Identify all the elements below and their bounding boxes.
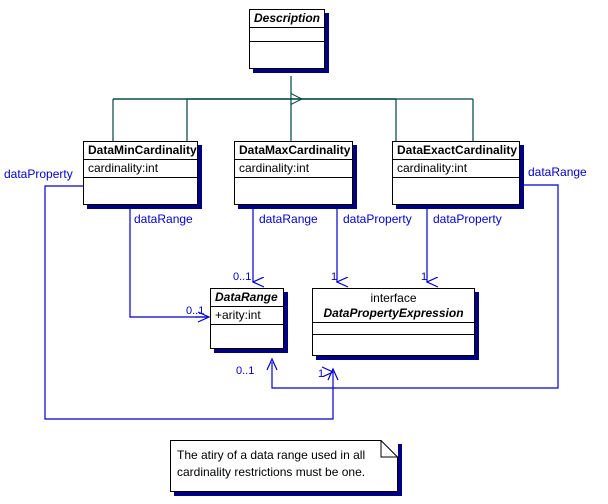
class-data-min-cardinality-title: DataMinCardinality: [84, 142, 197, 160]
edge-label-exact-dataProperty: dataProperty: [433, 212, 502, 226]
class-data-exact-cardinality-attribute: cardinality:int: [393, 160, 519, 178]
class-data-property-expression-attributes: [313, 323, 474, 335]
multiplicity-exact-to-range: 0..1: [236, 365, 255, 377]
class-data-exact-cardinality-title: DataExactCardinality: [393, 142, 519, 160]
class-data-property-expression-operations: [313, 335, 474, 355]
multiplicity-min-to-range: 0..1: [186, 305, 205, 317]
multiplicity-max-to-range: 0..1: [233, 271, 252, 283]
class-data-min-cardinality-operations: [84, 178, 197, 204]
class-description-title: Description: [250, 10, 324, 28]
class-data-exact-cardinality[interactable]: DataExactCardinality cardinality:int: [392, 141, 520, 205]
class-data-max-cardinality-operations: [235, 178, 352, 204]
class-data-min-cardinality[interactable]: DataMinCardinality cardinality:int: [83, 141, 198, 205]
class-data-max-cardinality-attribute: cardinality:int: [235, 160, 352, 178]
class-data-range-attribute: +arity:int: [211, 307, 283, 325]
multiplicity-exact-to-property: 1: [421, 271, 428, 283]
edge-label-max-dataRange: dataRange: [259, 212, 318, 226]
edge-min-dataProperty-arrowtip: [327, 367, 339, 381]
class-data-range-operations: [211, 325, 283, 348]
class-data-range[interactable]: DataRange +arity:int: [210, 288, 284, 349]
class-data-max-cardinality-title: DataMaxCardinality: [235, 142, 352, 160]
class-data-range-title: DataRange: [211, 289, 283, 307]
class-description-operations: [250, 42, 324, 68]
generalization-edges: [112, 76, 474, 141]
note-text: The atiry of a data range used in all ca…: [177, 448, 366, 479]
edge-exact-dataRange-arrow: [266, 357, 278, 371]
multiplicity-min-to-property: 1: [318, 368, 325, 380]
note-cardinality-constraint[interactable]: The atiry of a data range used in all ca…: [170, 440, 402, 496]
class-data-min-cardinality-attribute: cardinality:int: [84, 160, 197, 178]
edge-label-exact-dataRange: dataRange: [528, 165, 587, 179]
class-data-max-cardinality[interactable]: DataMaxCardinality cardinality:int: [234, 141, 353, 205]
class-description[interactable]: Description: [249, 9, 325, 69]
class-data-property-expression-stereotype: interface: [370, 291, 417, 305]
class-description-attributes: [250, 28, 324, 42]
class-data-property-expression-title: DataPropertyExpression: [313, 306, 474, 323]
edge-label-min-dataRange: dataRange: [134, 212, 193, 226]
note-outline: [170, 440, 398, 492]
multiplicity-max-to-property: 1: [331, 271, 338, 283]
class-data-property-expression[interactable]: interface DataPropertyExpression: [312, 288, 475, 356]
edge-label-max-dataProperty: dataProperty: [343, 212, 412, 226]
edge-label-min-dataProperty: dataProperty: [4, 167, 73, 181]
class-data-exact-cardinality-operations: [393, 178, 519, 204]
